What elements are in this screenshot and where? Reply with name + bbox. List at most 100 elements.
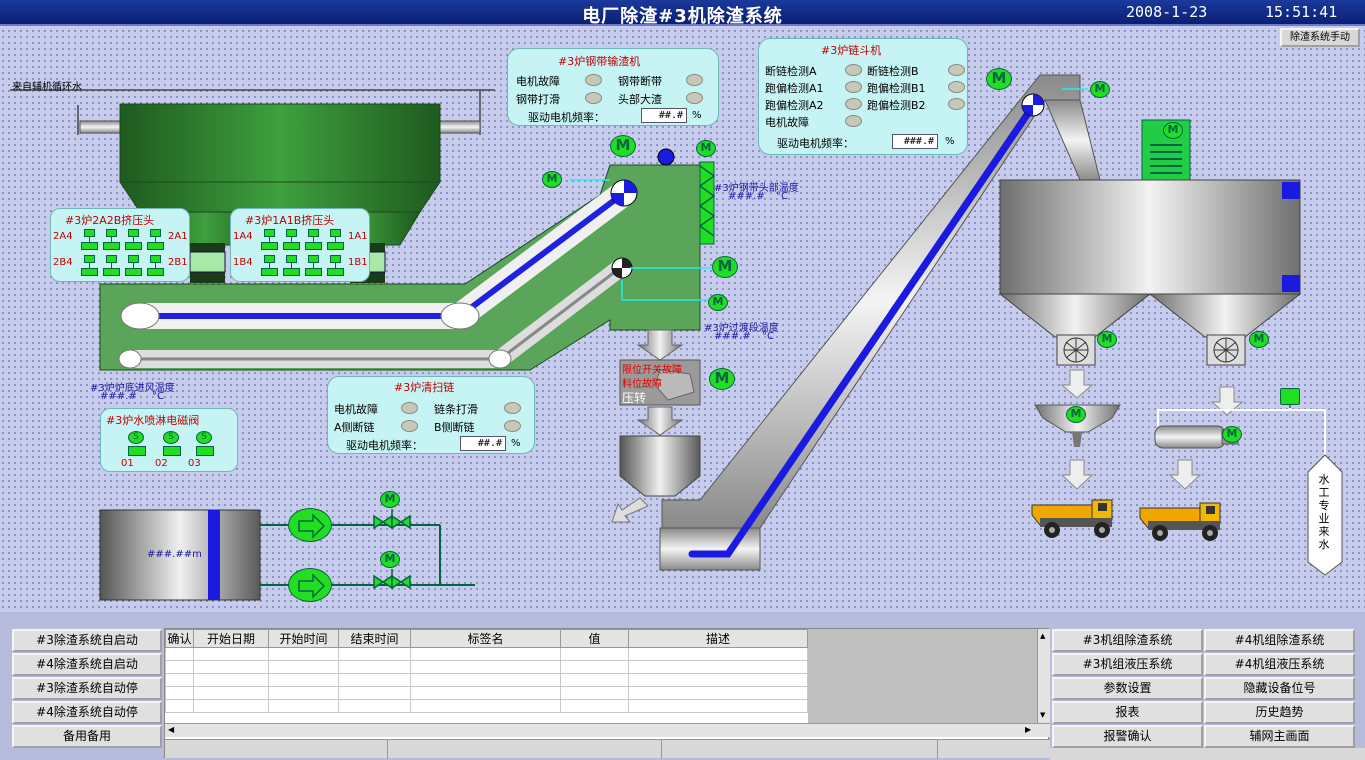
manual-mode-button[interactable]: 除渣系统手动 — [1280, 28, 1360, 47]
hide-tag-button[interactable]: 隐藏设备位号 — [1204, 677, 1355, 700]
col-ack[interactable]: 确认 — [165, 629, 194, 648]
auto-stop-3-button[interactable]: #3除渣系统自动停 — [12, 677, 162, 700]
steel-lamp-2 — [585, 92, 602, 104]
auto-start-4-button[interactable]: #4除渣系统自启动 — [12, 653, 162, 676]
motor-icon[interactable]: M — [1163, 122, 1183, 139]
crusher-valve[interactable] — [81, 255, 98, 277]
cleaning-label-1: 链条打滑 — [434, 403, 478, 416]
crusher-valve[interactable] — [125, 229, 142, 251]
unit4-ash-system-button[interactable]: #4机组除渣系统 — [1204, 629, 1355, 652]
col-start-time[interactable]: 开始时间 — [268, 629, 339, 648]
water-tank — [99, 509, 261, 601]
crusher-valve[interactable] — [103, 255, 120, 277]
report-button[interactable]: 报表 — [1052, 701, 1203, 724]
crusher-valve[interactable] — [327, 229, 344, 251]
right-arrow-icon[interactable]: ▶ — [1025, 725, 1032, 734]
motor-icon[interactable]: M — [1066, 406, 1086, 423]
crusher-2a2b-rb: 2B1 — [168, 257, 188, 268]
spare-button[interactable]: 备用备用 — [12, 725, 162, 748]
spray-valve-03[interactable]: S — [196, 431, 212, 444]
crusher-valve[interactable] — [81, 229, 98, 251]
filter-temp-unit: °C — [762, 331, 774, 342]
crusher-status-1: 限位开关故障 — [622, 365, 682, 376]
auto-start-3-button[interactable]: #3除渣系统自启动 — [12, 629, 162, 652]
spray-valve-01[interactable]: S — [128, 431, 144, 444]
unit3-hydraulic-button[interactable]: #3机组液压系统 — [1052, 653, 1203, 676]
col-tag[interactable]: 标签名 — [410, 629, 561, 648]
horizontal-scrollbar[interactable]: ◀ ▶ — [165, 723, 1050, 737]
steel-lamp-1 — [686, 74, 703, 86]
chain-lamp-1 — [948, 64, 965, 76]
down-arrow-icon[interactable]: ▼ — [1040, 711, 1046, 719]
motor-icon[interactable]: M — [709, 368, 735, 390]
motor-icon[interactable]: M — [380, 551, 400, 568]
steel-lamp-3 — [686, 92, 703, 104]
chain-label-0: 断链检测A — [765, 65, 817, 78]
crusher-valve[interactable] — [261, 229, 278, 251]
vertical-scrollbar[interactable]: ▲ ▼ — [1037, 629, 1050, 723]
history-trend-button[interactable]: 历史趋势 — [1204, 701, 1355, 724]
steel-conveyor-panel: #3炉钢带输渣机 电机故障 钢带断带 钢带打滑 头部大渣 驱动电机频率： ##.… — [507, 48, 719, 126]
motor-icon[interactable]: M — [986, 68, 1012, 90]
chain-lamp-6 — [845, 115, 862, 127]
unit4-hydraulic-button[interactable]: #4机组液压系统 — [1204, 653, 1355, 676]
motor-icon[interactable]: M — [380, 491, 400, 508]
pump-1-button[interactable] — [288, 508, 332, 542]
motor-icon[interactable]: M — [1249, 331, 1269, 348]
table-row[interactable] — [165, 686, 808, 700]
motor-icon[interactable]: M — [1097, 331, 1117, 348]
alarm-ack-button[interactable]: 报警确认 — [1052, 725, 1203, 748]
crusher-valve[interactable] — [283, 255, 300, 277]
motor-icon[interactable]: M — [542, 171, 562, 188]
chain-lamp-5 — [948, 98, 965, 110]
crusher-valve[interactable] — [125, 255, 142, 277]
alarm-table[interactable]: 确认 开始日期 开始时间 结束时间 标签名 值 描述 ▲ ▼ ◀ ▶ — [164, 628, 1050, 759]
crusher-valve[interactable] — [147, 229, 164, 251]
crusher-valve[interactable] — [147, 255, 164, 277]
crusher-2a2b-rt: 2A1 — [168, 231, 188, 242]
crusher-valve[interactable] — [103, 229, 120, 251]
cleaning-label-2: A侧断链 — [334, 421, 375, 434]
crusher-valve[interactable] — [305, 255, 322, 277]
motor-icon[interactable]: M — [696, 140, 716, 157]
cleaning-label-3: B侧断链 — [434, 421, 475, 434]
pipe-right — [439, 120, 481, 134]
chain-freq-value: ###.# — [892, 134, 938, 149]
valve-actuator-icon[interactable] — [1280, 388, 1300, 405]
table-row[interactable] — [165, 647, 808, 661]
crusher-valve[interactable] — [305, 229, 322, 251]
auto-stop-4-button[interactable]: #4除渣系统自动停 — [12, 701, 162, 724]
left-arrow-icon[interactable]: ◀ — [168, 725, 175, 734]
up-arrow-icon[interactable]: ▲ — [1040, 632, 1046, 640]
motor-icon[interactable]: M — [610, 135, 636, 157]
pump-2-button[interactable] — [288, 568, 332, 602]
col-end-time[interactable]: 结束时间 — [338, 629, 411, 648]
table-row[interactable] — [165, 660, 808, 674]
crusher-2a2b-lt: 2A4 — [53, 231, 73, 242]
motor-icon[interactable]: M — [1222, 426, 1242, 443]
cleaning-lamp-0 — [401, 402, 418, 414]
col-start-date[interactable]: 开始日期 — [193, 629, 269, 648]
unit3-ash-system-button[interactable]: #3机组除渣系统 — [1052, 629, 1203, 652]
motor-icon[interactable]: M — [1090, 81, 1110, 98]
col-description[interactable]: 描述 — [628, 629, 808, 648]
col-value[interactable]: 值 — [560, 629, 629, 648]
table-row[interactable] — [165, 673, 808, 687]
chain-freq-unit: % — [945, 136, 955, 147]
truck-2 — [1139, 502, 1221, 541]
spray-valve-panel: #3炉水喷淋电磁阀 S S S 01 02 03 — [100, 408, 238, 472]
chain-label-1: 断链检测B — [867, 65, 919, 78]
motor-icon[interactable]: M — [708, 294, 728, 311]
crusher-valve[interactable] — [327, 255, 344, 277]
crusher-valve[interactable] — [261, 255, 278, 277]
filter-temp-value: ###.# — [714, 331, 751, 342]
spray-label-02: 02 — [155, 458, 168, 469]
crusher-valve[interactable] — [283, 229, 300, 251]
spray-valve-02[interactable]: S — [163, 431, 179, 444]
table-row[interactable] — [165, 699, 808, 713]
chain-lamp-0 — [845, 64, 862, 76]
head-temp-label: #3炉钢带头部温度 — [714, 183, 799, 194]
motor-icon[interactable]: M — [712, 256, 738, 278]
parameter-settings-button[interactable]: 参数设置 — [1052, 677, 1203, 700]
main-screen-button[interactable]: 辅网主画面 — [1204, 725, 1355, 748]
